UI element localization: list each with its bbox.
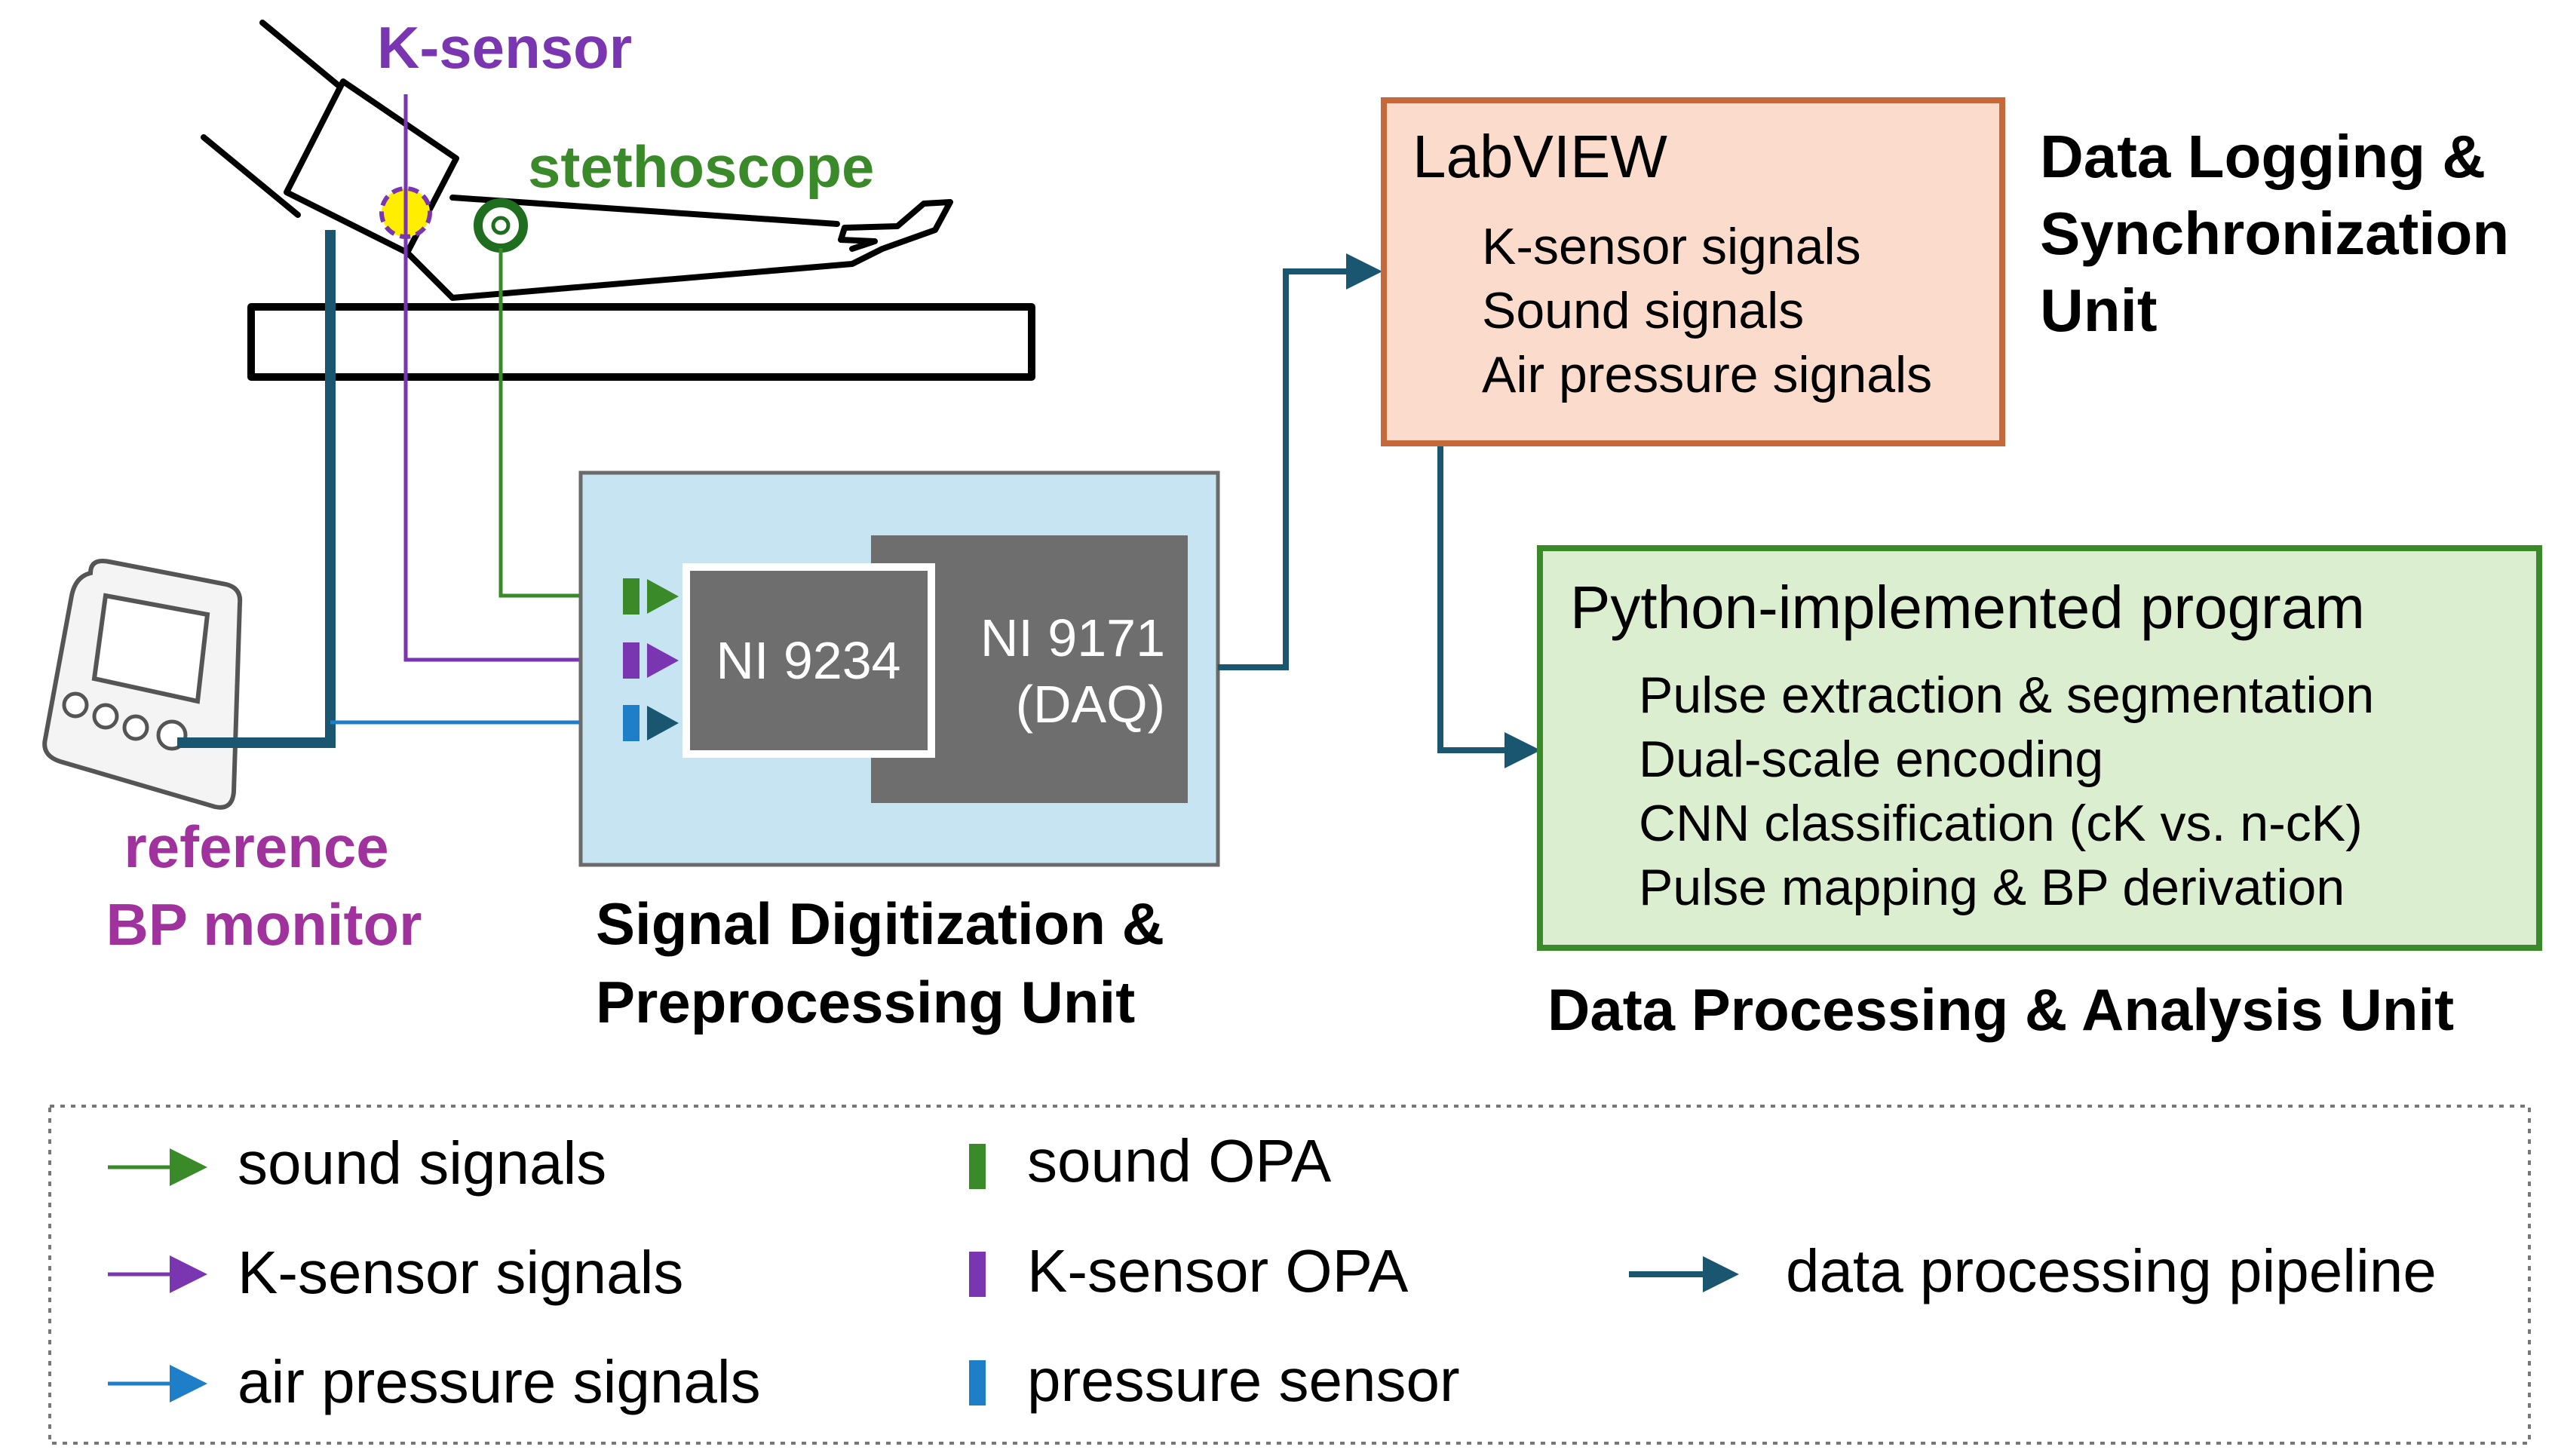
pressure-sensor-block: [623, 705, 679, 741]
stethoscope-icon: [474, 198, 528, 253]
python-item-2: Dual-scale encoding: [1639, 731, 2103, 788]
legend-pressure-sensor-swatch: [969, 1360, 986, 1405]
daq-unit-title-1: Signal Digitization &: [596, 890, 1164, 957]
legend-sound-opa: sound OPA: [1027, 1127, 1332, 1194]
legend-k-sensor-opa-swatch: [969, 1252, 986, 1297]
ni9171-label-1: NI 9171: [980, 608, 1165, 667]
stethoscope-label: stethoscope: [528, 133, 874, 200]
labview-item-k-sensor: K-sensor signals: [1482, 218, 1861, 275]
forearm-top: [449, 195, 840, 227]
python-box: [1537, 545, 2542, 951]
labview-title: LabVIEW: [1412, 123, 1667, 190]
ni9234-module: [682, 563, 935, 758]
k-sensor-label: K-sensor: [377, 14, 632, 81]
legend-sound-signals: sound signals: [238, 1130, 606, 1197]
python-item-4: Pulse mapping & BP derivation: [1639, 859, 2345, 916]
ni9234-label: NI 9234: [716, 631, 900, 690]
legend-pressure-sensor: pressure sensor: [1027, 1347, 1460, 1414]
forearm: [404, 199, 953, 301]
labview-box: [1381, 97, 2005, 446]
labview-item-pressure: Air pressure signals: [1482, 346, 1932, 403]
upper-arm-line: [201, 134, 301, 218]
labview-item-sound: Sound signals: [1482, 282, 1804, 339]
bp-monitor-icon: [42, 559, 243, 810]
legend-sound-opa-swatch: [969, 1144, 986, 1189]
legend-data-processing-pipeline: data processing pipeline: [1786, 1237, 2437, 1304]
labview-unit-title-2: Synchronization: [2040, 200, 2509, 267]
k-sensor-opa-block: [623, 642, 679, 679]
labview-to-python-arrow: [1437, 443, 1541, 768]
cuff-hose: [177, 230, 336, 748]
python-title: Python-implemented program: [1570, 574, 2365, 641]
legend-k-sensor-opa: K-sensor OPA: [1027, 1237, 1409, 1304]
ni9171-label-2: (DAQ): [1016, 675, 1165, 734]
daq-unit-title-2: Preprocessing Unit: [596, 969, 1135, 1035]
sound-opa-block: [623, 578, 679, 615]
reference-bp-label-2: BP monitor: [106, 891, 422, 958]
python-item-3: CNN classification (cK vs. n-cK): [1639, 795, 2363, 852]
table: [247, 303, 1035, 381]
python-item-1: Pulse extraction & segmentation: [1639, 667, 2374, 724]
k-sensor-signal-wire: [403, 94, 667, 679]
daq-to-labview-arrow: [1218, 253, 1382, 670]
legend-air-pressure-signals: air pressure signals: [238, 1348, 761, 1415]
legend-box: [48, 1105, 2531, 1445]
labview-unit-title-1: Data Logging &: [2040, 123, 2486, 190]
legend-k-sensor-signals: K-sensor signals: [238, 1239, 683, 1306]
reference-bp-label-1: reference: [124, 814, 388, 880]
python-unit-title: Data Processing & Analysis Unit: [1547, 976, 2454, 1043]
labview-unit-title-3: Unit: [2040, 277, 2158, 344]
bp-cuff: [284, 78, 459, 256]
